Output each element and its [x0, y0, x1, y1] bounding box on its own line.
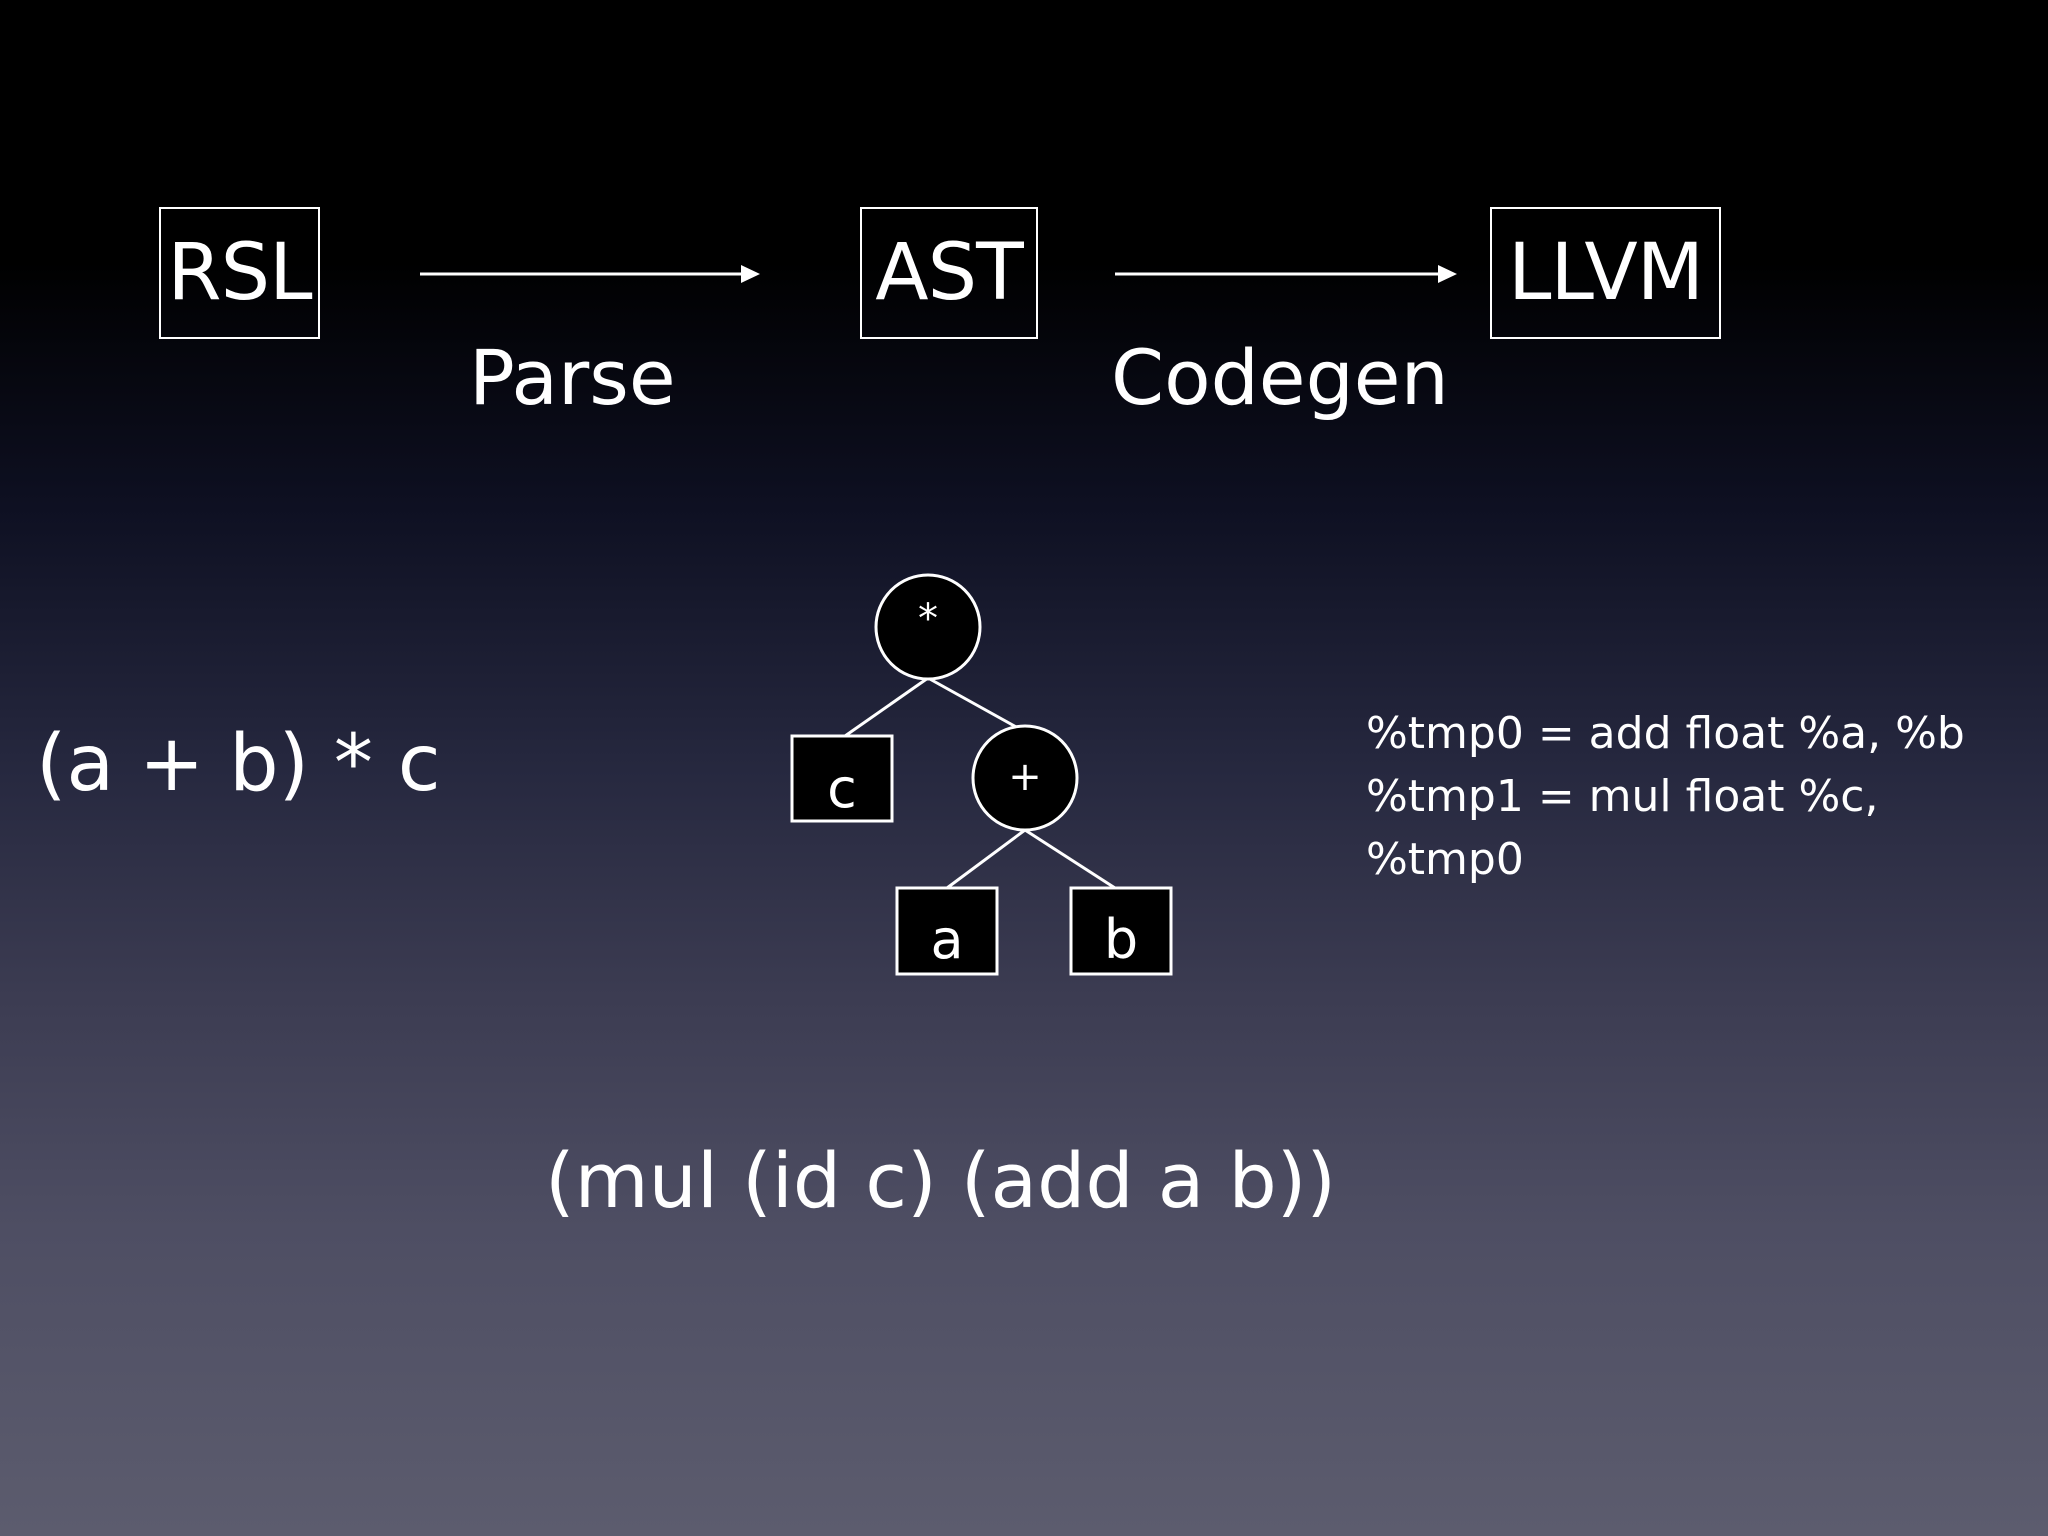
ast-node-b-label: b [1104, 908, 1138, 971]
s-expression: (mul (id c) (add a b)) [545, 1136, 1337, 1225]
edge-root-plus [927, 676, 1019, 730]
ast-node-c: c [790, 734, 894, 823]
step-label-parse: Parse [469, 333, 676, 422]
ast-node-plus-label: + [1008, 754, 1042, 800]
llvm-ir-line: %tmp1 = mul float %c, [1366, 771, 1879, 822]
ast-node-root-label: * [918, 596, 938, 642]
pipeline-arrows [420, 265, 1457, 283]
arrow-codegen [1115, 265, 1457, 283]
edge-plus-a [946, 828, 1026, 890]
arrow-parse [420, 265, 760, 283]
stage-label-ast: AST [875, 228, 1024, 318]
stage-label-llvm: LLVM [1508, 228, 1704, 318]
ast-node-b: b [1069, 886, 1173, 976]
ast-node-plus: + [971, 724, 1079, 832]
edge-root-c [844, 676, 929, 738]
ast-node-c-label: c [827, 757, 857, 820]
ast-node-a: a [895, 886, 999, 976]
llvm-ir-line: %tmp0 [1366, 834, 1524, 885]
stage-box-llvm: LLVM [1490, 207, 1721, 339]
stage-box-ast: AST [860, 207, 1038, 339]
llvm-ir-code: %tmp0 = add float %a, %b %tmp1 = mul flo… [1366, 702, 1965, 891]
edge-plus-b [1024, 828, 1116, 890]
stage-box-rsl: RSL [159, 207, 320, 339]
llvm-ir-line: %tmp0 = add float %a, %b [1366, 708, 1965, 759]
stage-label-rsl: RSL [167, 228, 312, 318]
source-expression: (a + b) * c [36, 719, 441, 809]
ast-node-root: * [874, 573, 982, 681]
ast-node-a-label: a [930, 908, 963, 971]
step-label-codegen: Codegen [1111, 333, 1449, 422]
